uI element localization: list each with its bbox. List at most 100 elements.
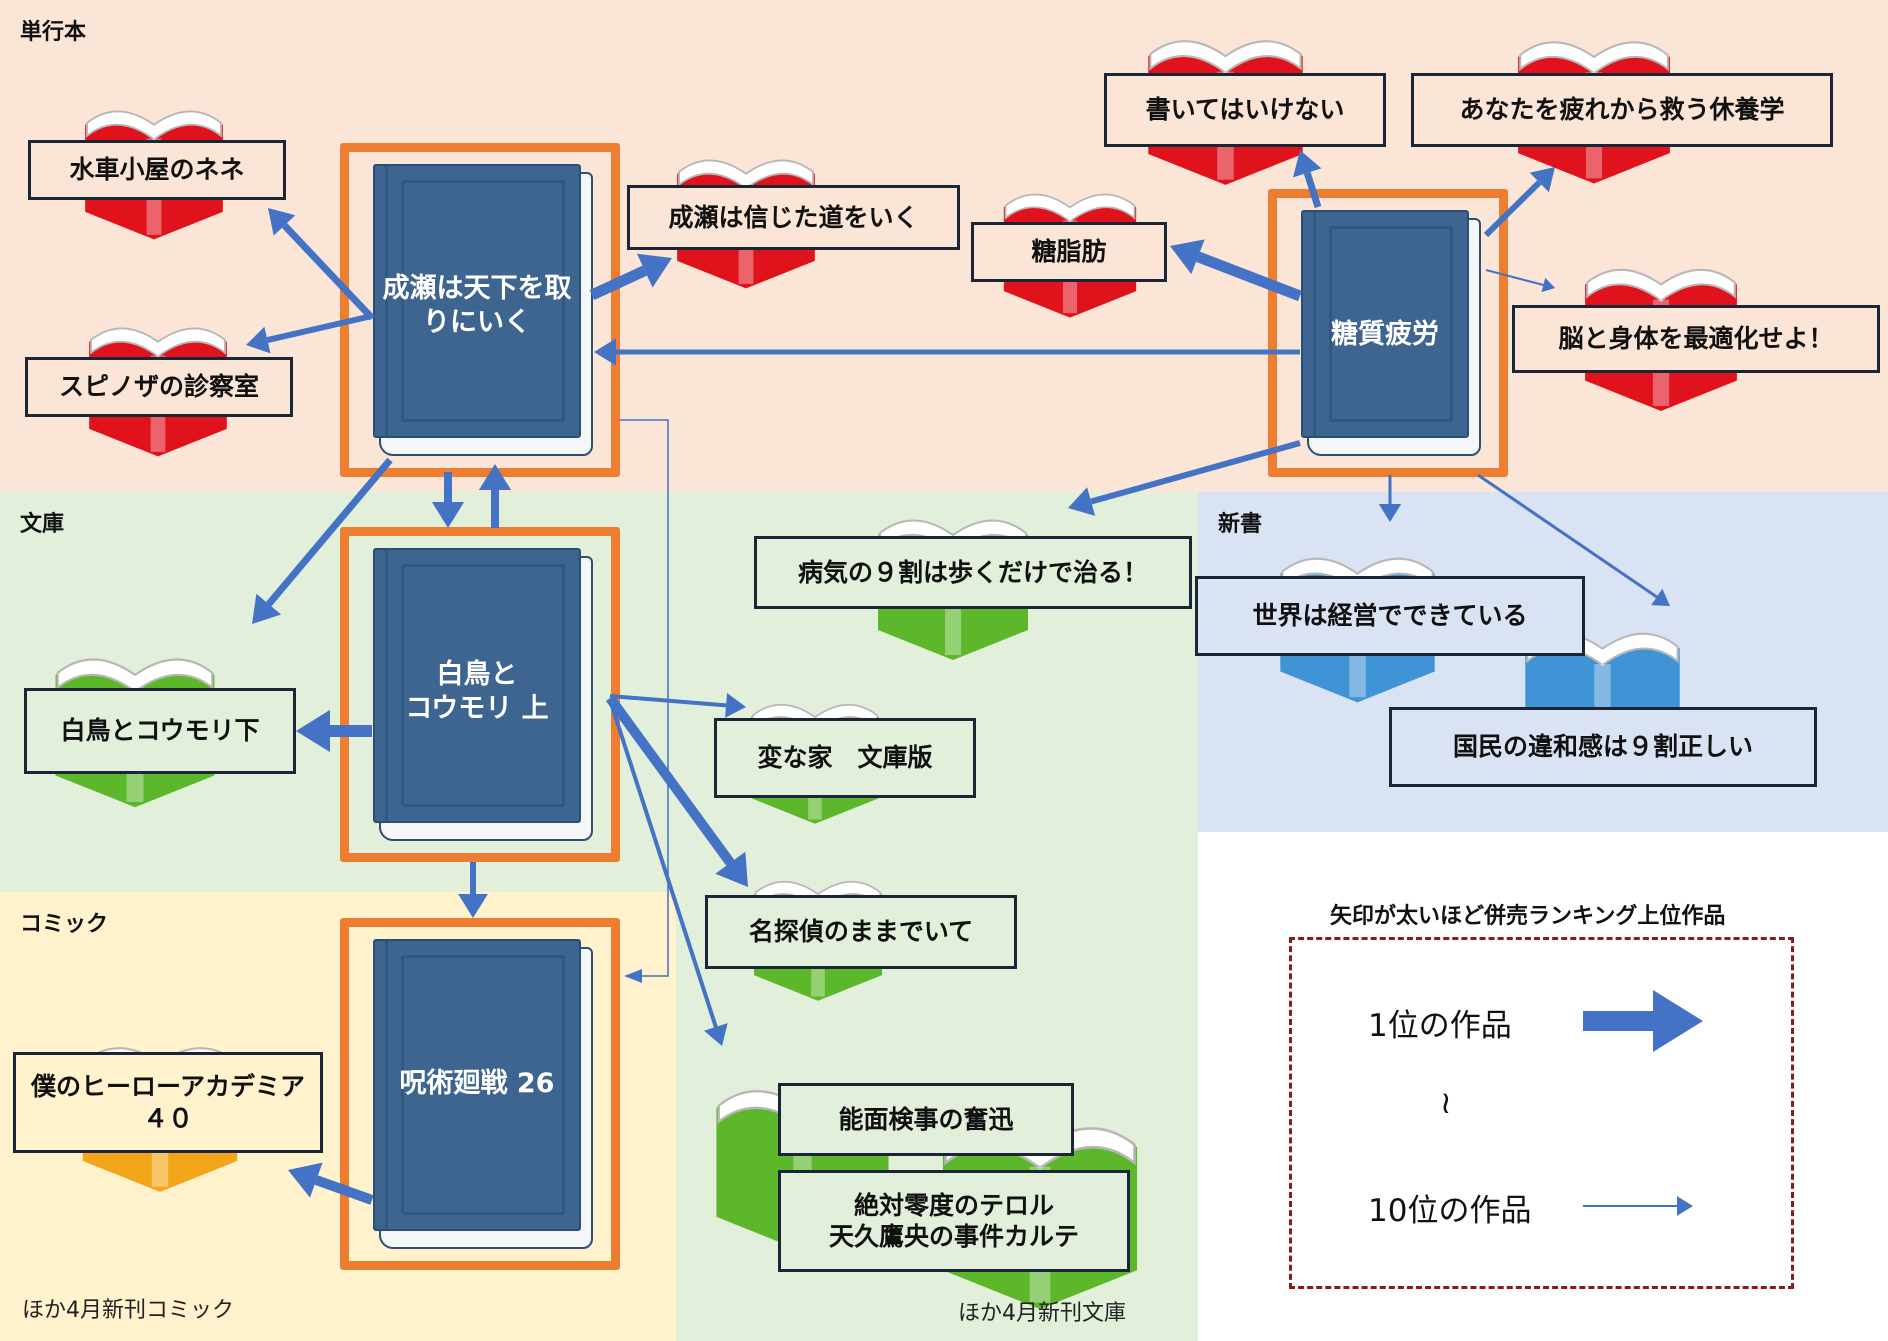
arrow-shaft xyxy=(266,457,393,607)
arrow-shiratori-to-meitantei xyxy=(605,695,748,887)
arrow-tohshitsu-to-naruse xyxy=(594,338,1300,366)
arrow-head xyxy=(431,502,465,528)
label-spinoza[interactable]: スピノザの診察室 xyxy=(25,357,293,417)
legend-rank10-label: 10位の作品 xyxy=(1368,1193,1532,1229)
arrow-tohshitsu-to-nou xyxy=(1485,269,1555,293)
section-label-tankobon: 単行本 xyxy=(20,20,87,45)
label-kyuyo[interactable]: あなたを疲れから救う休養学 xyxy=(1411,73,1833,147)
arrow-shaft xyxy=(1303,171,1322,209)
arrow-head xyxy=(624,969,642,983)
hardcover-book-icon: 糖質疲労 xyxy=(1301,210,1481,456)
arrow-shaft xyxy=(605,695,735,866)
label-suisha[interactable]: 水車小屋のネネ xyxy=(28,140,286,200)
arrow-head xyxy=(704,1023,728,1046)
label-line: 僕のヒーローアカデミア xyxy=(30,1072,305,1102)
arrow-tohshitsu-to-kyuyo xyxy=(1483,167,1555,238)
label-naruse2[interactable]: 成瀬は信じた道をいく xyxy=(627,185,960,250)
label-byoki[interactable]: 病気の９割は歩くだけで治る！ xyxy=(754,536,1192,609)
arrow-head xyxy=(1529,167,1555,193)
arrow-head xyxy=(1378,504,1402,522)
arrow-shaft xyxy=(1477,473,1658,599)
arrow-tohshitsu-to-kaite xyxy=(1293,150,1322,209)
section-label-shinsho: 新書 xyxy=(1218,512,1263,537)
footnote-comic: ほか4月新刊コミック xyxy=(22,1298,234,1323)
section-label-bunko: 文庫 xyxy=(20,512,65,537)
arrow-shiratori-to-henna xyxy=(609,693,746,718)
label-heroaca[interactable]: 僕のヒーローアカデミア ４０ xyxy=(13,1052,323,1153)
arrow-head xyxy=(715,851,748,887)
label-line: 天久鷹央の事件カルテ xyxy=(828,1222,1079,1251)
arrow-jujutsu-to-heroaca xyxy=(288,1162,374,1205)
label-sekai[interactable]: 世界は経営でできている xyxy=(1195,576,1585,656)
label-toshibo[interactable]: 糖脂肪 xyxy=(971,222,1167,282)
featured-title-line: 成瀬は天下を取 xyxy=(382,273,572,304)
label-shiratori-ge[interactable]: 白鳥とコウモリ下 xyxy=(24,688,296,774)
arrow-head xyxy=(252,593,282,624)
arrow-tohshitsu-to-toshibo xyxy=(1170,239,1302,302)
label-henna[interactable]: 変な家 文庫版 xyxy=(714,718,976,798)
arrow-head xyxy=(1677,1196,1693,1216)
label-kokumin[interactable]: 国民の違和感は９割正しい xyxy=(1389,707,1817,787)
label-zettai[interactable]: 絶対零度のテロル 天久鷹央の事件カルテ xyxy=(778,1170,1130,1272)
arrow-shaft xyxy=(1090,440,1301,505)
arrow-shaft xyxy=(1485,269,1544,286)
featured-book-naruse[interactable]: 成瀬は天下を取 りにいく xyxy=(340,143,620,477)
label-kaite[interactable]: 書いてはいけない xyxy=(1104,73,1386,147)
arrow-head xyxy=(296,709,330,753)
arrow-tohshitsu-to-kokumin xyxy=(1477,473,1670,606)
footnote-bunko: ほか4月新刊文庫 xyxy=(958,1301,1126,1326)
featured-book-tohshitsu[interactable]: 糖質疲労 xyxy=(1268,189,1508,477)
section-label-comic: コミック xyxy=(20,912,109,937)
arrow-head xyxy=(268,208,296,236)
arrow-shaft xyxy=(1483,180,1542,238)
label-line: ４０ xyxy=(142,1103,193,1133)
arrow-naruse-to-shiratori-ge xyxy=(252,457,393,624)
hardcover-book-icon: 白鳥と コウモリ 上 xyxy=(373,548,593,841)
arrow-head xyxy=(1651,588,1670,606)
legend-arrow-rank10 xyxy=(1583,1196,1693,1216)
arrow-head xyxy=(1541,277,1555,293)
arrow-head xyxy=(1653,990,1703,1052)
arrow-head xyxy=(458,894,488,918)
arrow-head xyxy=(1068,487,1096,516)
hardcover-book-icon: 成瀬は天下を取 りにいく xyxy=(373,164,593,456)
arrow-shiratori-to-jujutsu xyxy=(458,862,488,918)
arrow-shaft xyxy=(314,1175,374,1205)
arrow-tohshitsu-to-sekai xyxy=(1378,475,1402,522)
featured-title-line: 呪術廻戦 26 xyxy=(399,1068,555,1099)
arrow-shiratori-to-shiratori-ge xyxy=(296,709,372,753)
label-line: 絶対零度のテロル xyxy=(853,1190,1054,1220)
arrow-head xyxy=(246,326,271,354)
arrow-head xyxy=(725,693,746,718)
featured-title-line: コウモリ 上 xyxy=(405,692,549,724)
hardcover-book-icon: 呪術廻戦 26 xyxy=(373,939,593,1249)
arrow-head xyxy=(1293,150,1322,178)
legend-title: 矢印が太いほど併売ランキング上位作品 xyxy=(1330,904,1726,929)
arrow-naruse-to-suisha xyxy=(268,208,375,321)
arrow-shaft xyxy=(589,265,648,300)
legend-tilde: ≀ xyxy=(1440,1085,1452,1121)
arrow-head xyxy=(594,338,616,366)
arrow-shaft xyxy=(281,223,375,321)
legend-box xyxy=(1289,937,1794,1289)
featured-title-line: りにいく xyxy=(423,306,531,338)
arrow-shiratori-to-nomen xyxy=(608,699,728,1046)
arrow-shaft xyxy=(1196,251,1302,302)
featured-title-line: 糖質疲労 xyxy=(1331,319,1439,350)
label-nou[interactable]: 脳と身体を最適化せよ！ xyxy=(1512,305,1880,373)
arrow-shaft xyxy=(608,699,718,1028)
arrow-head xyxy=(288,1162,323,1198)
connector-naruse-to-jujutsu xyxy=(620,419,669,977)
featured-title-line: 白鳥と xyxy=(436,659,518,690)
label-nomen[interactable]: 能面検事の奮迅 xyxy=(778,1083,1074,1156)
legend-rank1-label: 1位の作品 xyxy=(1368,1008,1512,1044)
arrow-naruse-to-shiratori xyxy=(431,472,465,528)
arrow-head xyxy=(478,464,512,490)
arrow-head xyxy=(636,253,672,288)
arrow-shaft xyxy=(266,313,373,343)
featured-book-jujutsu[interactable]: 呪術廻戦 26 xyxy=(340,918,620,1270)
arrow-shiratori-to-naruse xyxy=(478,464,512,528)
label-meitantei[interactable]: 名探偵のままでいて xyxy=(705,895,1017,969)
arrow-head xyxy=(1170,239,1205,275)
